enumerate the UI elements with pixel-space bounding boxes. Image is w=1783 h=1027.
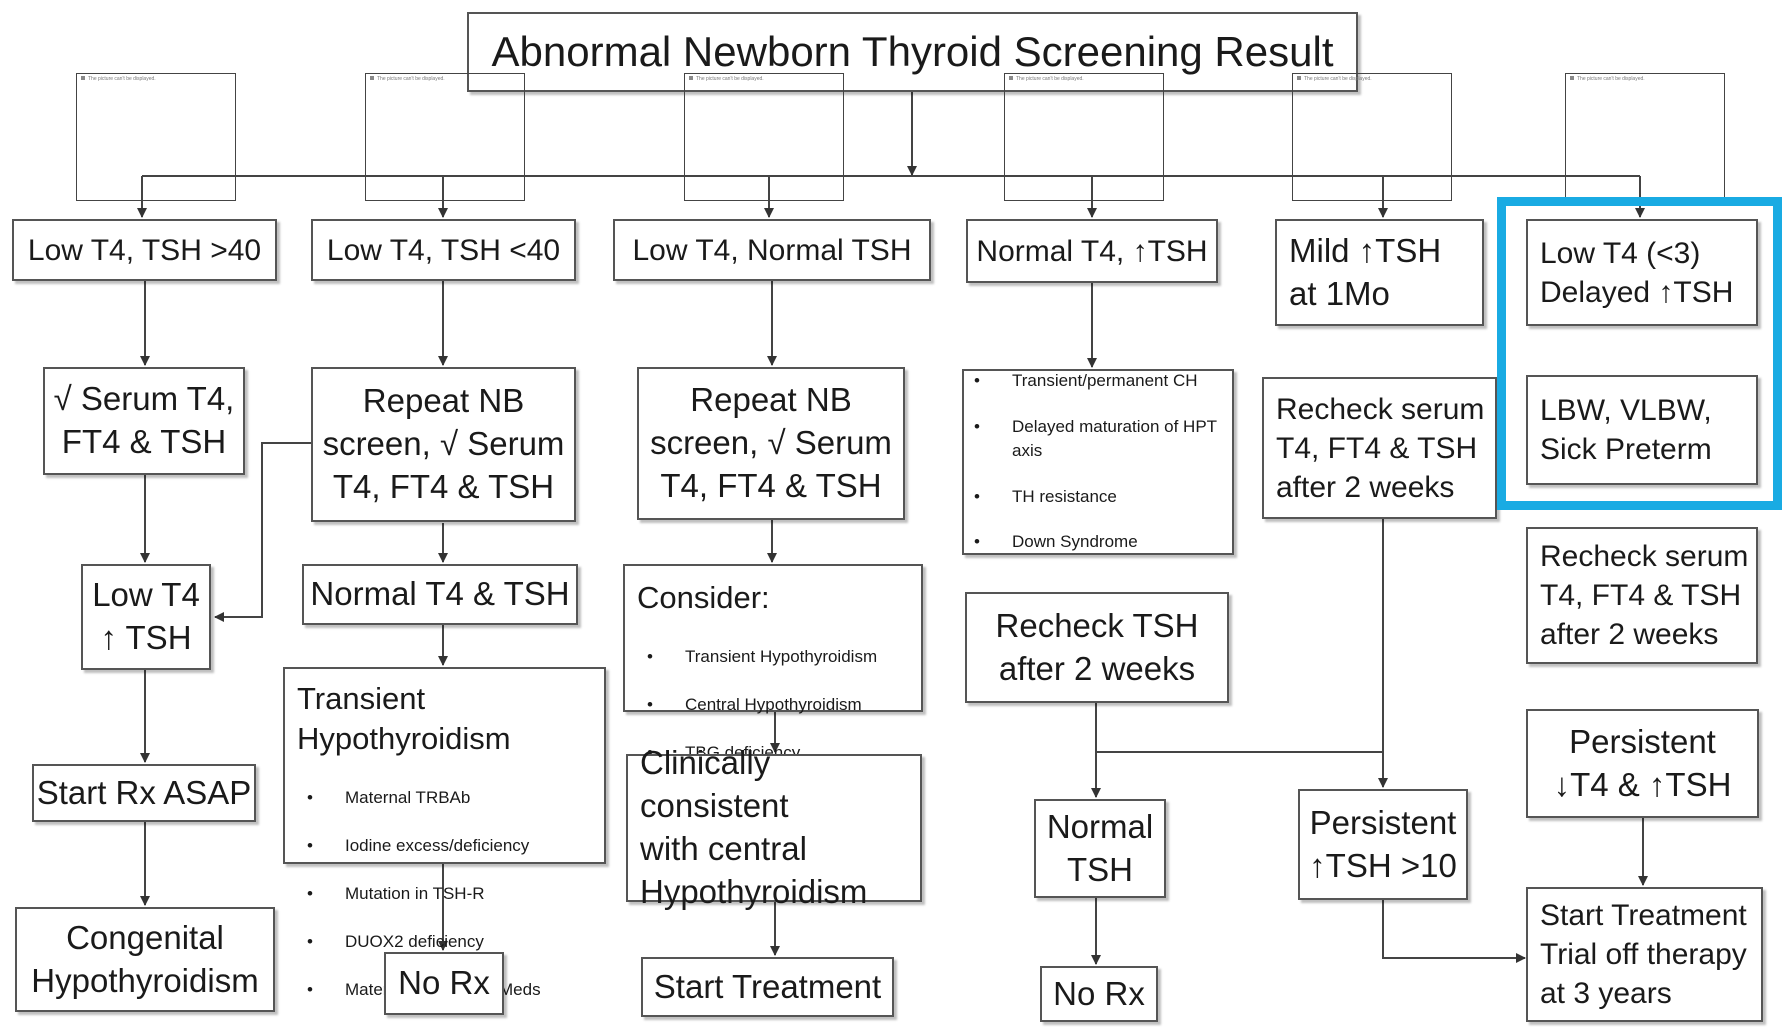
list-item: Transient Hypothyroidism xyxy=(647,643,877,670)
congenital-hypothyroidism-box: Congenital Hypothyroidism xyxy=(15,907,275,1012)
image-placeholder-2: The picture can't be displayed. xyxy=(365,73,525,201)
list-item: Maternal TRBAb xyxy=(307,784,541,811)
highlight-frame xyxy=(1497,197,1782,510)
serum-check-box: √ Serum T4, FT4 & TSH xyxy=(43,367,245,475)
recheck-tsh-box: Recheck TSH after 2 weeks xyxy=(965,592,1229,703)
image-placeholder-3: The picture can't be displayed. xyxy=(684,73,844,201)
persistent-tsh-10-box: Persistent ↑TSH >10 xyxy=(1298,789,1468,900)
list-item: Central Hypothyroidism xyxy=(647,691,877,718)
low-t4-tsh-under-40-header: Low T4, TSH <40 xyxy=(311,219,576,281)
repeat-nb-screen-box-2: Repeat NB screen, √ Serum T4, FT4 & TSH xyxy=(311,367,576,522)
list-item: Delayed maturation of HPT axis xyxy=(974,415,1224,464)
recheck-serum-box-5: Recheck serum T4, FT4 & TSH after 2 week… xyxy=(1262,377,1497,519)
low-t4-high-tsh-header: Low T4, TSH >40 xyxy=(12,219,277,281)
ch-causes-box: Transient/permanent CH Delayed maturatio… xyxy=(962,369,1234,555)
low-t4-high-tsh-box: Low T4 ↑ TSH xyxy=(81,564,211,670)
normal-t4-high-tsh-header: Normal T4, ↑TSH xyxy=(966,219,1218,283)
diagram-title: Abnormal Newborn Thyroid Screening Resul… xyxy=(467,12,1358,92)
ch-causes-list: Transient/permanent CH Delayed maturatio… xyxy=(972,348,1224,575)
low-t4-normal-tsh-header: Low T4, Normal TSH xyxy=(613,219,931,281)
transient-hypothyroidism-title: Transient Hypothyroidism xyxy=(297,681,511,757)
persistent-low-t4-high-tsh-box: Persistent ↓T4 & ↑TSH xyxy=(1526,709,1759,818)
transient-hypothyroidism-box: Transient Hypothyroidism Maternal TRBAb … xyxy=(283,667,606,1004)
list-item: DUOX2 deficiency xyxy=(307,928,541,955)
list-item: Down Syndrome xyxy=(974,530,1224,555)
no-rx-box-2: No Rx xyxy=(384,952,504,1015)
image-placeholder-6: The picture can't be displayed. xyxy=(1565,73,1725,201)
consider-title: Consider: xyxy=(637,580,770,615)
central-hypothyroidism-box: Clinically consistent with central Hypot… xyxy=(626,744,922,910)
normal-t4-tsh-box: Normal T4 & TSH xyxy=(302,564,578,625)
mild-high-tsh-header: Mild ↑TSH at 1Mo xyxy=(1275,219,1484,326)
list-item: Mutation in TSH-R xyxy=(307,880,541,907)
list-item: TH resistance xyxy=(974,485,1224,510)
image-placeholder-4: The picture can't be displayed. xyxy=(1004,73,1164,201)
list-item: Transient/permanent CH xyxy=(974,369,1224,394)
start-treatment-trial-box: Start Treatment Trial off therapy at 3 y… xyxy=(1526,887,1763,1022)
image-placeholder-1: The picture can't be displayed. xyxy=(76,73,236,201)
start-treatment-box-3: Start Treatment xyxy=(641,957,894,1017)
normal-tsh-box: Normal TSH xyxy=(1034,799,1166,898)
consider-box: Consider: Transient Hypothyroidism Centr… xyxy=(623,564,923,766)
repeat-nb-screen-box-3: Repeat NB screen, √ Serum T4, FT4 & TSH xyxy=(637,367,905,520)
low-t4-delayed-tsh-header: Low T4 (<3) Delayed ↑TSH xyxy=(1526,219,1758,326)
list-item: Iodine excess/deficiency xyxy=(307,832,541,859)
recheck-serum-box-6: Recheck serum T4, FT4 & TSH after 2 week… xyxy=(1526,527,1758,664)
no-rx-box-4: No Rx xyxy=(1040,966,1158,1022)
image-placeholder-5: The picture can't be displayed. xyxy=(1292,73,1452,201)
start-rx-asap-box: Start Rx ASAP xyxy=(32,764,256,822)
lbw-vlbw-preterm-box: LBW, VLBW, Sick Preterm xyxy=(1526,375,1758,485)
